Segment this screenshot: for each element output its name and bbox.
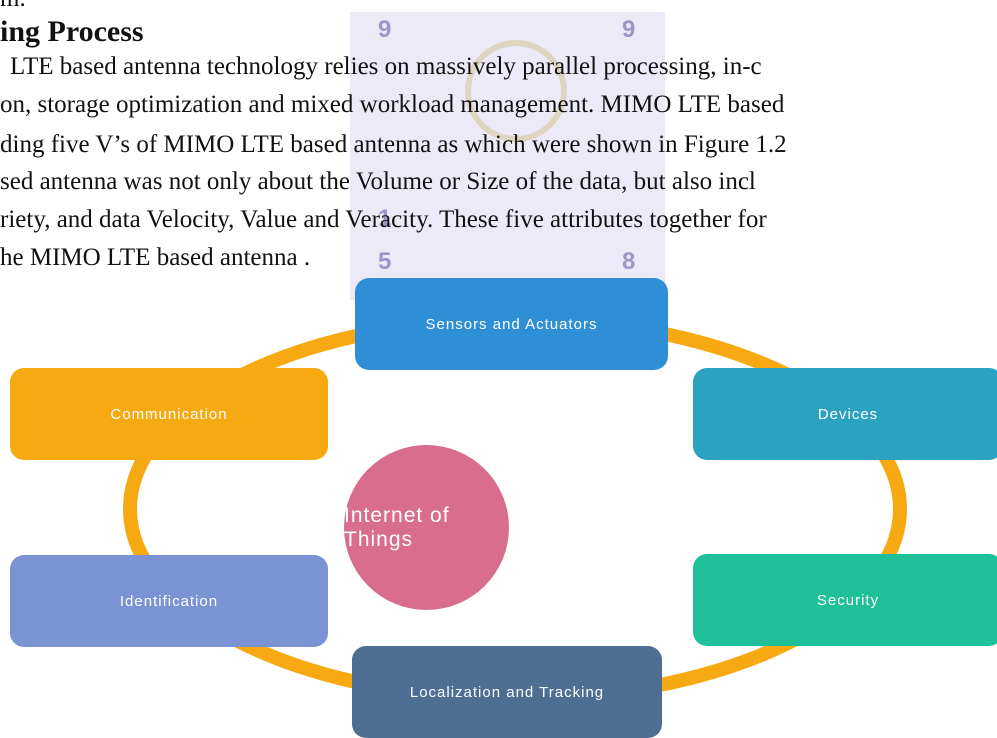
watermark-digit: 9 [378, 16, 392, 43]
node-devices: Devices [693, 368, 997, 460]
watermark-digit: 5 [378, 248, 392, 275]
center-node-internet-of-things: Internet of Things [344, 445, 509, 610]
node-identification: Identification [10, 555, 328, 647]
watermark-digit: 1 [378, 205, 392, 232]
paragraph-line: on, storage optimization and mixed workl… [0, 91, 785, 118]
node-localization-and-tracking: Localization and Tracking [352, 646, 662, 738]
paragraph-line: riety, and data Velocity, Value and Vera… [0, 206, 767, 233]
section-heading: ing Process [0, 15, 144, 48]
watermark-digit: 9 [622, 16, 636, 43]
top-fragment: m. [0, 0, 26, 14]
document-text: m. ing Process LTE based antenna technol… [0, 0, 997, 300]
node-communication: Communication [10, 368, 328, 460]
node-sensors-and-actuators: Sensors and Actuators [355, 278, 668, 370]
paragraph-line: he MIMO LTE based antenna . [0, 244, 311, 271]
paragraph-line: LTE based antenna technology relies on m… [10, 53, 762, 80]
watermark-emblem-icon [465, 40, 567, 142]
node-security: Security [693, 554, 997, 646]
paragraph-line: sed antenna was not only about the Volum… [0, 168, 756, 195]
paragraph-line: ding five V’s of MIMO LTE based antenna … [0, 131, 787, 158]
watermark-digit: 8 [622, 248, 636, 275]
